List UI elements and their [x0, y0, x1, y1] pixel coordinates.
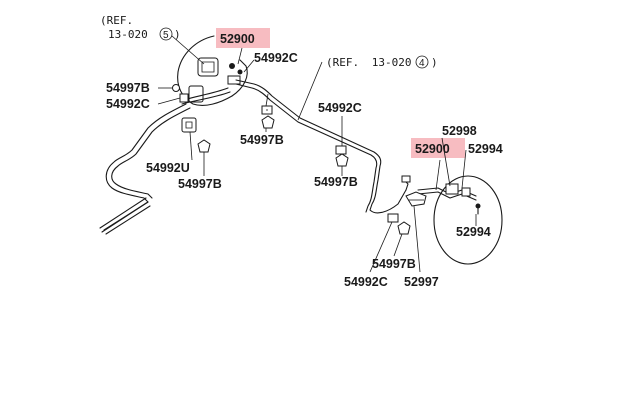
clip-54992c-left: [179, 93, 189, 103]
ref-note-right: (REF. 13-020 4 ): [326, 55, 438, 69]
right-drum-plate: [405, 175, 503, 265]
callout-52998: 52998: [442, 124, 477, 138]
clip-54992c-center: [261, 105, 273, 115]
callout-54992c-mid: 54992C: [318, 101, 362, 115]
clip-54992c-mid: [335, 145, 347, 155]
callout-54992c-top: 54992C: [254, 51, 298, 65]
callout-52994-right: 52994: [468, 142, 503, 156]
bolt-54997b-left: [172, 84, 180, 92]
bolt-54997b-bracket: [197, 139, 211, 153]
svg-text:(REF.: (REF.: [100, 14, 133, 27]
callout-54992c-left: 54992C: [106, 97, 150, 111]
highlight-box-52900-top: [216, 28, 270, 48]
callout-52997: 52997: [404, 275, 439, 289]
callout-54997b-bracket: 54997B: [178, 177, 222, 191]
callout-54997b-left: 54997B: [106, 81, 150, 95]
left-lower-line: [99, 103, 191, 235]
svg-text:13-020: 13-020: [108, 28, 148, 41]
callout-52900-right: 52900: [415, 142, 450, 156]
bolt-54997b-mid: [335, 153, 349, 167]
callout-54997b-mid: 54997B: [314, 175, 358, 189]
ref-note-left: (REF. 13-020 5 ): [100, 14, 181, 41]
ref-left-prefix: (REF.: [100, 14, 133, 27]
leader-lines: [157, 35, 477, 273]
callout-52994-lower: 52994: [456, 225, 491, 239]
svg-text:(REF. 13-020: (REF. 13-020: [326, 56, 412, 69]
clip-54992c-bottom: [387, 213, 399, 223]
highlight-box-52900-right: [411, 138, 465, 158]
ref-right-code: 13-020: [372, 56, 412, 69]
clip-54992u: [181, 117, 197, 133]
ref-left-circled: 5: [163, 30, 169, 41]
main-brake-line: [235, 79, 407, 214]
callout-52900-top: 52900: [220, 32, 255, 46]
ref-right-close: ): [431, 56, 438, 69]
ref-right-prefix: (REF.: [326, 56, 359, 69]
fitting-52997: [401, 175, 411, 191]
callout-54992u: 54992U: [146, 161, 190, 175]
bolt-54997b-center: [261, 115, 275, 129]
ref-left-close: ): [174, 28, 181, 41]
ref-right-circled: 4: [419, 58, 425, 69]
callout-54997b-center: 54997B: [240, 133, 284, 147]
ref-left-code: 13-020: [108, 28, 148, 41]
callout-54992c-bottom: 54992C: [344, 275, 388, 289]
bolt-54997b-bottom: [397, 221, 411, 235]
callout-54997b-bottom: 54997B: [372, 257, 416, 271]
